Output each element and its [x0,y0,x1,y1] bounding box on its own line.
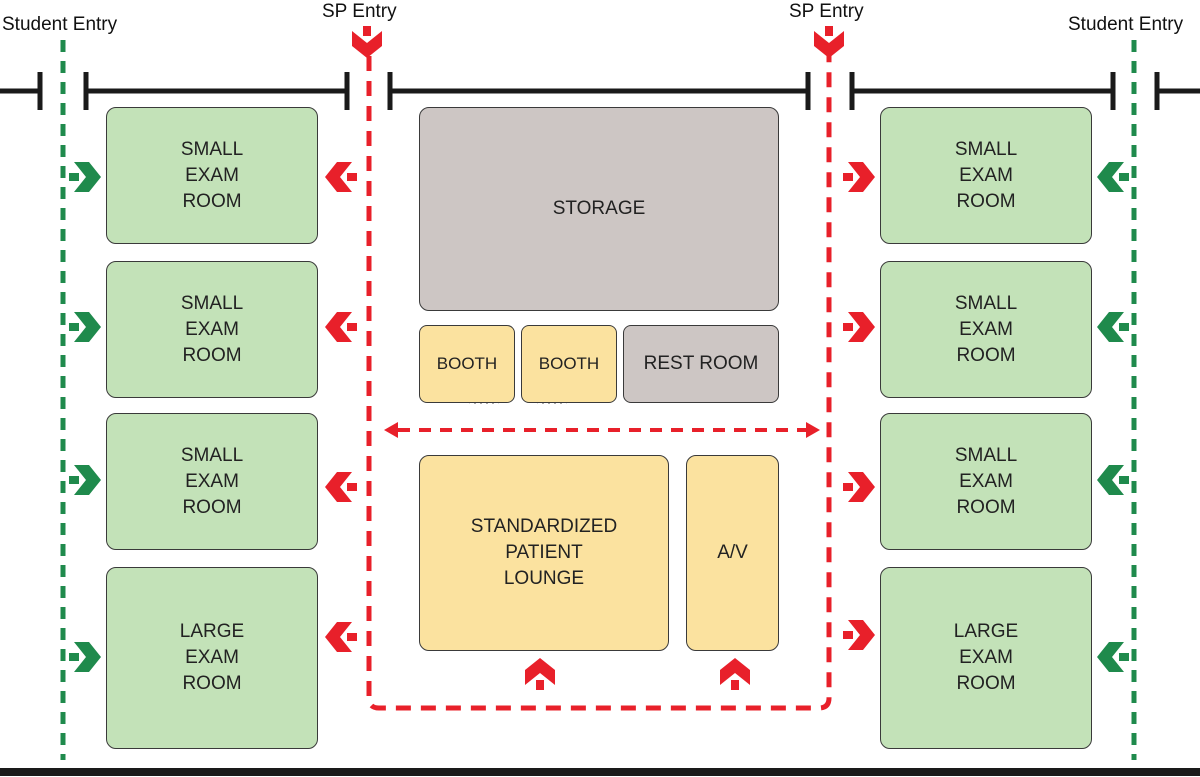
student-arrow-icon [1097,465,1129,495]
sp-entry-label: SP Entry [322,1,397,22]
small-exam-room: SMALL EXAM ROOM [880,261,1092,398]
student-arrow-icon [1097,312,1129,342]
sp-arrow-icon [843,472,875,502]
small-exam-room: SMALL EXAM ROOM [880,107,1092,244]
arrow-right-icon [806,422,820,438]
booth: BOOTH [419,325,515,403]
sp-arrow-icon [525,658,555,690]
booth: BOOTH [521,325,617,403]
sp-arrow-icon [325,472,357,502]
small-exam-room: SMALL EXAM ROOM [106,261,318,398]
av-room: A/V [686,455,779,651]
rest-room: REST ROOM [623,325,779,403]
student-arrow-icon [1097,642,1129,672]
sp-arrow-icon [843,620,875,650]
student-entry-label: Student Entry [2,14,118,35]
student-arrow-icon [69,162,101,192]
sp-arrow-icon [325,162,357,192]
student-arrow-icon [69,312,101,342]
sp-arrow-icon [325,622,357,652]
sp-arrow-icon [843,312,875,342]
sp-arrow-icon [720,658,750,690]
arrow-left-icon [384,422,398,438]
sp-entry-arrow-icon [814,26,844,58]
storage-room: STORAGE [419,107,779,311]
student-arrow-icon [69,465,101,495]
student-arrow-icon [69,642,101,672]
large-exam-room: LARGE EXAM ROOM [106,567,318,749]
walls [0,72,1200,110]
sp-entry-arrow-icon [352,26,382,58]
small-exam-room: SMALL EXAM ROOM [106,107,318,244]
small-exam-room: SMALL EXAM ROOM [106,413,318,550]
sp-path-loop [366,56,832,711]
student-entry-label: Student Entry [1068,14,1184,35]
sp-entry-label: SP Entry [789,1,864,22]
small-exam-room: SMALL EXAM ROOM [880,413,1092,550]
standardized-patient-lounge: STANDARDIZED PATIENT LOUNGE [419,455,669,651]
large-exam-room: LARGE EXAM ROOM [880,567,1092,749]
sp-arrow-icon [843,162,875,192]
sp-arrow-icon [325,312,357,342]
student-arrow-icon [1097,162,1129,192]
